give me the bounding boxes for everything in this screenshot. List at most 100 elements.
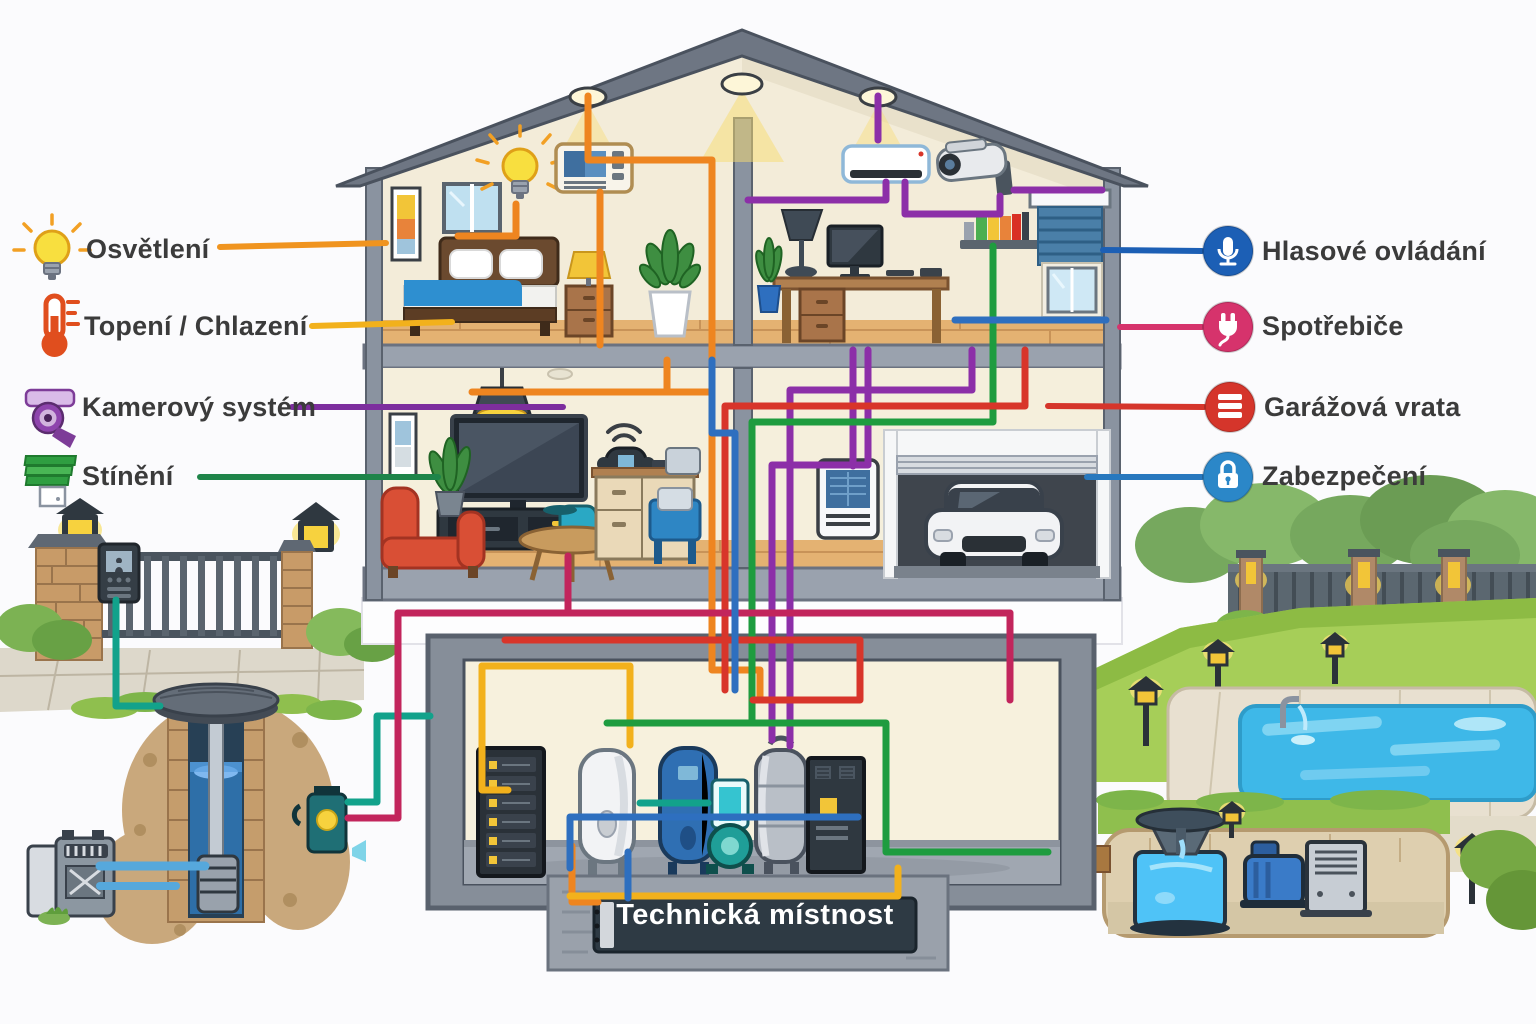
wire <box>566 813 862 872</box>
office-plant <box>755 237 783 313</box>
bedroom-thermostat <box>554 142 634 194</box>
pool-fountain <box>1280 696 1299 728</box>
well-pump <box>196 854 240 914</box>
legend-label-heating: Topení / Chlazení <box>84 311 308 342</box>
wire <box>344 609 402 822</box>
legend-label-lighting: Osvětlení <box>86 234 210 265</box>
light-bulb-icon <box>12 213 92 280</box>
wiring <box>95 92 1110 906</box>
microphone-icon <box>1202 225 1254 277</box>
domestic-water-unit <box>26 830 116 925</box>
legend-line-heating <box>309 319 455 329</box>
wire <box>566 864 902 900</box>
floor-slab <box>362 343 1122 370</box>
wire <box>744 178 890 204</box>
security-camera <box>936 138 1013 196</box>
air-conditioner <box>841 144 931 184</box>
legend-line-lighting <box>217 240 389 250</box>
cctv-camera-icon <box>24 388 76 448</box>
legend-label-garage: Garážová vrata <box>1264 392 1461 423</box>
left-wall <box>365 167 383 601</box>
rainwater-tank <box>1130 807 1230 936</box>
kids-chair <box>648 447 702 564</box>
buffer-tank <box>754 735 808 874</box>
banner-end-cap <box>600 902 614 948</box>
wall-picture <box>388 412 418 480</box>
car <box>924 480 1064 570</box>
pool-filter-unit <box>1300 840 1372 917</box>
television <box>450 414 588 509</box>
bedroom-plant <box>638 229 702 338</box>
bedroom-window <box>442 182 502 234</box>
roof <box>335 28 1149 188</box>
fence-post-lamp <box>1435 549 1471 635</box>
wall-picture <box>390 186 422 262</box>
padlock-icon <box>1202 451 1254 503</box>
pool-equipment-vault <box>1091 790 1536 938</box>
wire <box>901 178 1004 218</box>
power-plug-icon <box>1202 301 1254 353</box>
legend-label-voice: Hlasové ovládání <box>1262 236 1486 267</box>
legend-line-garage <box>1045 403 1207 410</box>
nightstand <box>564 251 614 338</box>
keyboard <box>886 270 914 276</box>
garden-light <box>1320 632 1350 684</box>
technical-room-banner-label: Technická místnost <box>616 899 894 931</box>
lawn-shade <box>1096 598 1536 690</box>
ceiling-light <box>700 72 784 162</box>
desk-device <box>920 268 942 277</box>
garden-light <box>1128 676 1164 746</box>
legend-label-shading: Stínění <box>82 461 174 492</box>
video-intercom <box>97 542 141 604</box>
wire <box>721 346 1029 694</box>
wire <box>786 346 976 750</box>
wire <box>603 719 1052 856</box>
wire <box>501 636 864 704</box>
office <box>755 138 1112 343</box>
irrigation-pump <box>291 786 366 862</box>
office-desk <box>772 276 950 343</box>
legend-label-camera: Kamerový systém <box>82 392 317 423</box>
armchair <box>380 486 486 578</box>
window-blinds-icon <box>23 455 78 508</box>
garden-light <box>1201 639 1235 702</box>
gate-pillar <box>278 502 340 649</box>
pool-pump <box>1240 840 1310 908</box>
legend-line-voice <box>1100 247 1205 254</box>
house-cutaway <box>335 28 1149 972</box>
right-garden <box>1091 475 1536 938</box>
wall-shelf-books <box>960 212 1040 249</box>
wire <box>454 200 520 240</box>
circulation-pump <box>706 778 754 874</box>
pressure-tank <box>658 746 718 876</box>
wire <box>478 662 512 794</box>
water-heater <box>578 748 636 876</box>
legend-label-security: Zabezpečení <box>1262 461 1427 492</box>
legend-left-icons <box>12 213 92 508</box>
wire <box>478 662 634 749</box>
server-rack <box>476 746 546 878</box>
smart-light-bulb <box>475 124 565 199</box>
thermometer-icon <box>41 293 80 357</box>
swimming-pool <box>1166 686 1536 820</box>
desk-lamp <box>780 209 824 278</box>
window-blinds <box>1028 188 1112 318</box>
hedge <box>1460 830 1536 930</box>
bedroom <box>390 124 702 338</box>
bush <box>0 604 400 662</box>
bed <box>403 236 560 336</box>
wire <box>344 712 434 806</box>
legend-label-appliances: Spotřebiče <box>1262 311 1404 342</box>
garage-rolling-door <box>896 455 1098 475</box>
living-room <box>380 368 702 582</box>
legend-right-icons <box>1202 225 1256 503</box>
wire <box>112 596 164 710</box>
hallway-thermostat <box>816 458 880 540</box>
wire <box>748 242 997 727</box>
garage-door-icon <box>1204 381 1256 433</box>
desktop-monitor <box>826 224 884 279</box>
wire <box>708 356 739 694</box>
garden-light <box>1218 801 1246 838</box>
